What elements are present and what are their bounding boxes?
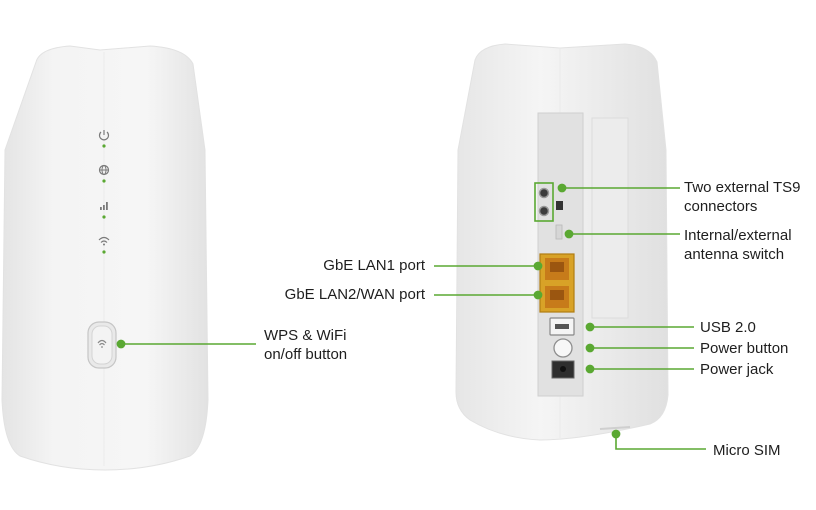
label-wps: WPS & WiFi on/off button	[264, 326, 347, 364]
label-antenna-line2: antenna switch	[684, 246, 785, 263]
wifi-icon	[98, 236, 110, 254]
label-power-jack: Power jack	[700, 361, 774, 378]
callout-dot-ts9	[557, 183, 567, 193]
label-ts9-line1: Two external TS9	[684, 179, 801, 196]
power-button[interactable]	[553, 338, 573, 358]
label-micro-sim: Micro SIM	[713, 442, 781, 459]
front-device	[1, 45, 209, 471]
micro-sim-slot[interactable]	[599, 426, 631, 430]
internet-icon	[98, 164, 110, 183]
signal-icon	[100, 202, 108, 219]
power-icon	[98, 130, 110, 148]
callout-dot-antenna	[564, 229, 574, 239]
label-ts9: Two external TS9 connectors	[684, 178, 800, 216]
callout-dot-wps	[116, 339, 126, 349]
callout-dot-lan2	[533, 290, 543, 300]
callout-dot-lan1	[533, 261, 543, 271]
label-lan1: GbE LAN1 port	[323, 257, 425, 274]
callout-dot-power-button	[585, 343, 595, 353]
wps-wifi-button[interactable]	[87, 321, 117, 369]
label-usb: USB 2.0	[700, 319, 756, 336]
callout-dot-power-jack	[585, 364, 595, 374]
lan-ports[interactable]	[539, 253, 575, 313]
label-power-button: Power button	[700, 340, 789, 357]
label-wps-line2: on/off button	[264, 346, 348, 363]
label-wps-line1: WPS & WiFi	[264, 327, 347, 344]
callout-dot-usb	[585, 322, 595, 332]
label-ts9-line2: connectors	[684, 198, 758, 215]
callout-lines	[116, 183, 706, 450]
rear-device	[455, 43, 669, 441]
label-antenna-line1: Internal/external	[684, 227, 792, 244]
wps-wifi-icon	[97, 339, 107, 348]
label-antenna: Internal/external antenna switch	[684, 226, 792, 264]
antenna-switch[interactable]	[555, 201, 563, 240]
callout-dot-micro-sim	[611, 429, 621, 439]
ts9-connectors[interactable]	[534, 182, 554, 222]
front-body	[1, 45, 209, 471]
rear-side-panel	[591, 117, 629, 319]
label-lan2: GbE LAN2/WAN port	[284, 286, 425, 303]
